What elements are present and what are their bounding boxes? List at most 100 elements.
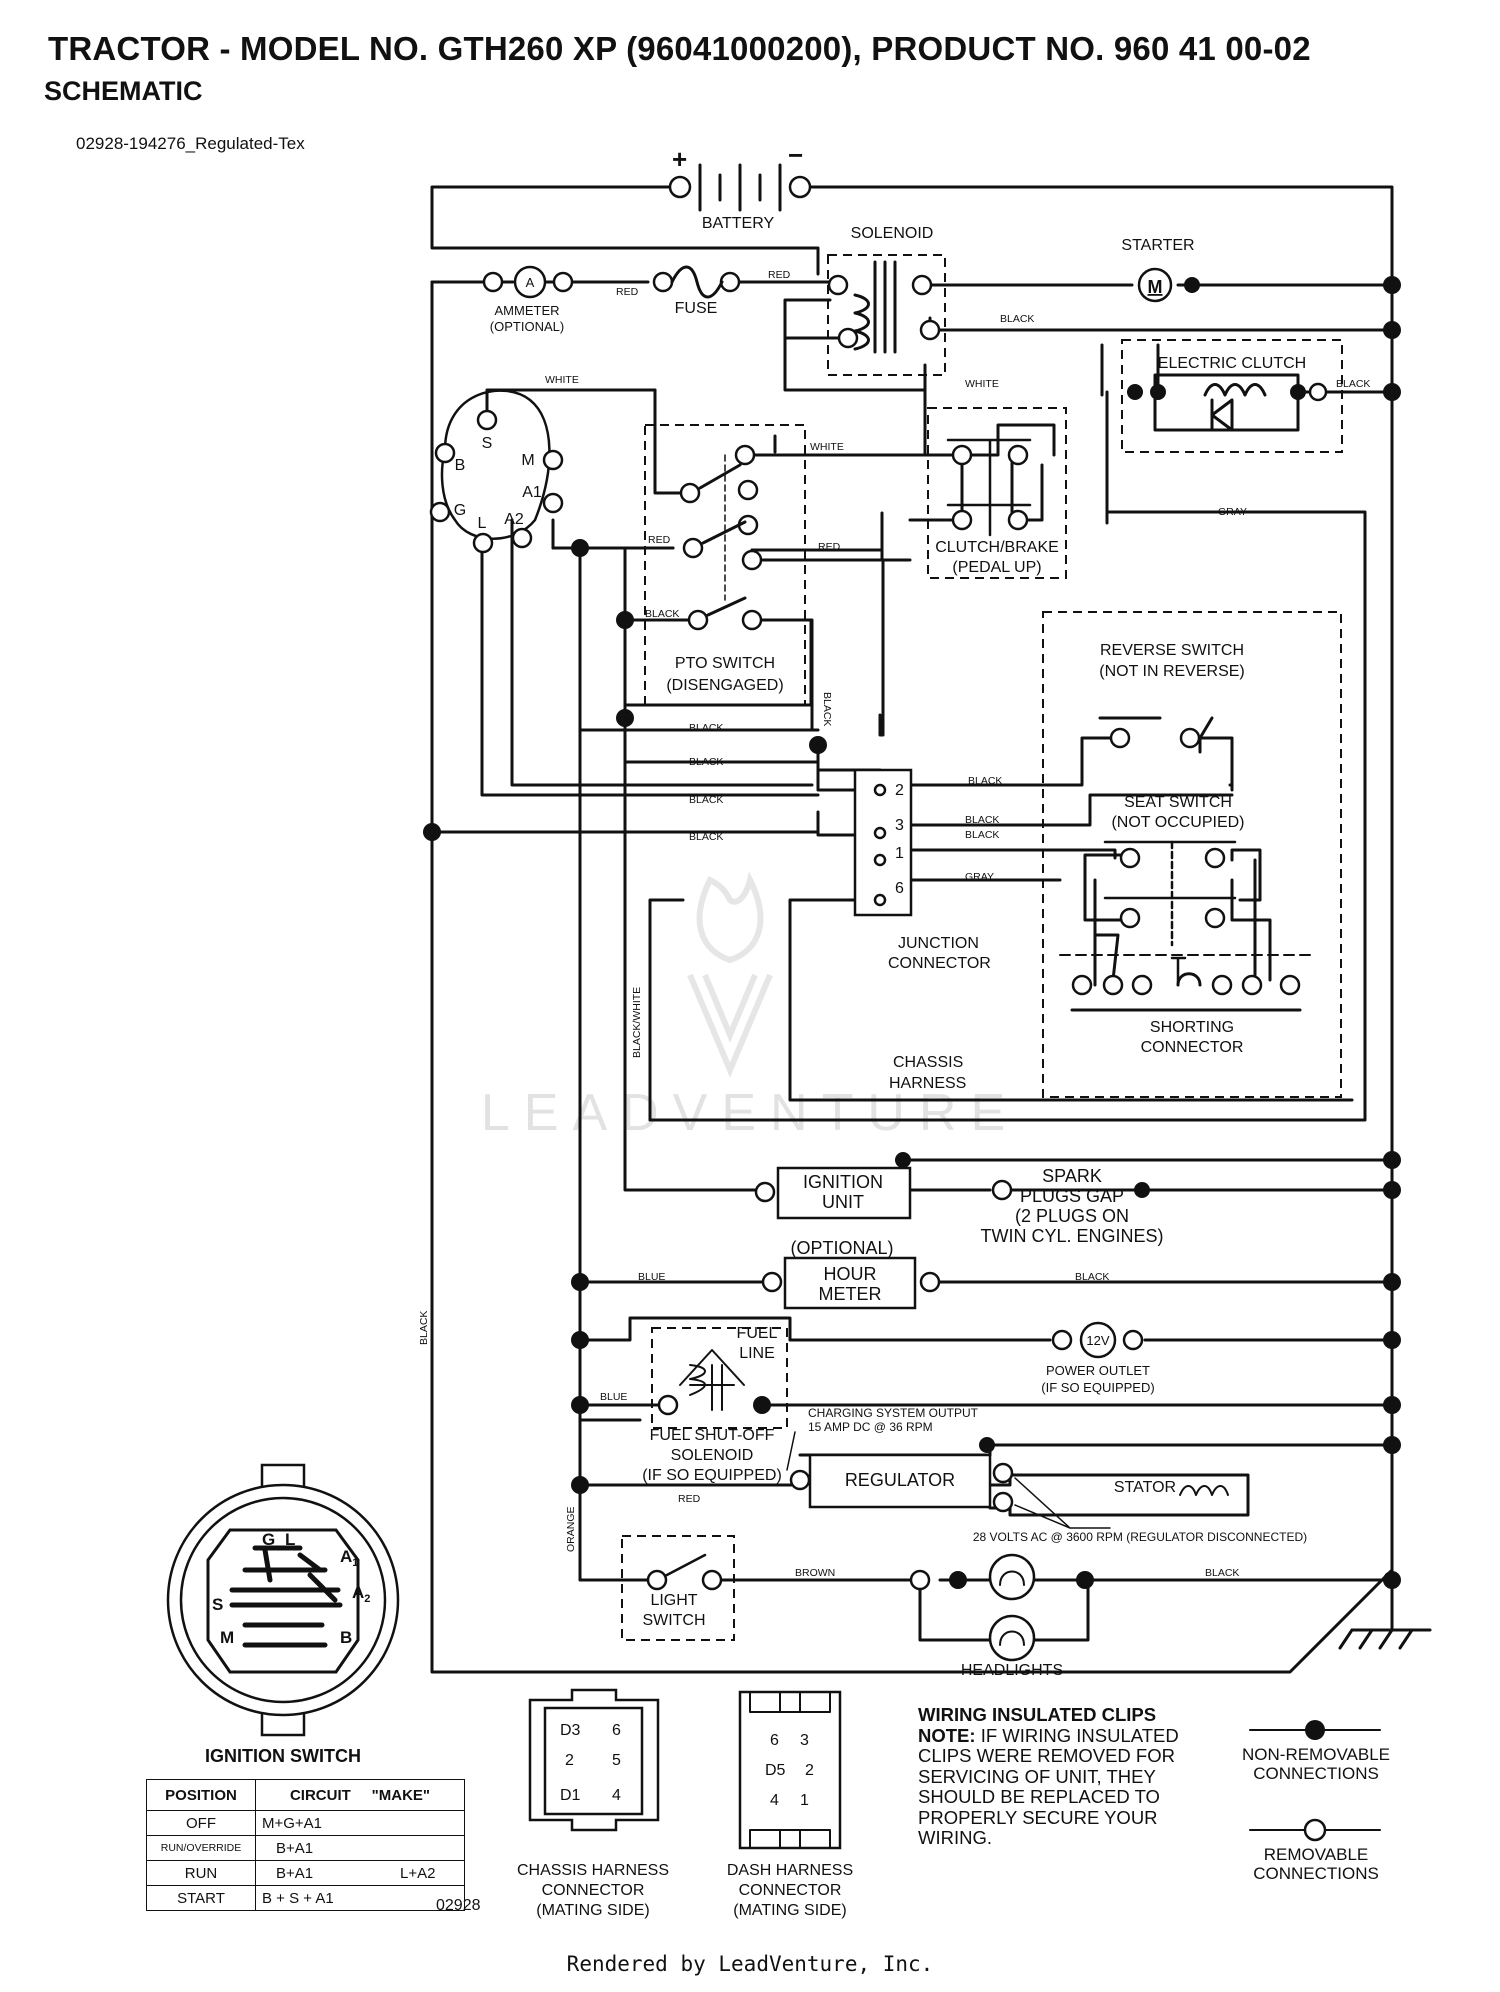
chassis-connector-label-1: CHASSIS HARNESS <box>517 1862 669 1879</box>
fuel-shutoff-solenoid: FUEL LINE FUEL SHUT-OFF SOLENOID (IF SO … <box>642 1325 782 1484</box>
chassis-connector-label-3: (MATING SIDE) <box>536 1902 649 1919</box>
wire-label-red-5: RED <box>678 1493 701 1505</box>
wire-label-black-14: BLACK <box>418 1311 430 1345</box>
cell-position: START <box>146 1885 256 1911</box>
power-outlet-icon: 12V <box>1086 1333 1109 1348</box>
wire-label-red-1: RED <box>616 286 639 298</box>
wire-label-black-white: BLACK/WHITE <box>631 987 643 1058</box>
chassis-pin-5: 5 <box>612 1752 621 1769</box>
wire-label-black-2: BLACK <box>1336 378 1370 390</box>
wire-label-orange: ORANGE <box>565 1506 577 1552</box>
chassis-harness-label-2: HARNESS <box>889 1075 966 1092</box>
face-terminal-b: B <box>340 1628 352 1647</box>
wire-color-labels: RED RED BLACK BLACK WHITE WHITE WHITE G R… <box>418 269 1370 1579</box>
dash-pin-6: 6 <box>770 1732 779 1749</box>
chassis-pin-6: 6 <box>612 1722 621 1739</box>
dashed-enclosures <box>621 254 1343 1641</box>
chassis-connector-label-2: CONNECTOR <box>542 1882 645 1899</box>
charging-output-label-2: 15 AMP DC @ 36 RPM <box>808 1420 933 1434</box>
wire-label-black-9: BLACK <box>965 814 999 826</box>
wire-label-black-7: BLACK <box>689 831 723 843</box>
ammeter-icon: A <box>526 275 535 290</box>
ammeter: A AMMETER (OPTIONAL) <box>482 265 574 334</box>
hour-meter-label-1: HOUR <box>824 1264 877 1284</box>
table-header-circuit-make: CIRCUIT "MAKE" <box>255 1779 465 1811</box>
spark-plugs-label-4: TWIN CYL. ENGINES) <box>980 1226 1163 1246</box>
cell-extra <box>394 1885 465 1911</box>
chassis-harness-connector: D3 6 2 5 D1 4 CHASSIS HARNESS CONNECTOR … <box>517 1688 669 1919</box>
face-terminal-a2: A2 <box>352 1583 370 1605</box>
legend-removable-line-1: REMOVABLE <box>1263 1845 1369 1864</box>
legend-non-removable-line-1: NON-REMOVABLE <box>1242 1745 1390 1764</box>
cell-circuit: B+A1 <box>255 1835 394 1861</box>
wire-label-red-3: RED <box>648 534 671 546</box>
legend-non-removable-line-2: CONNECTIONS <box>1253 1764 1379 1783</box>
terminal-a1: A1 <box>522 484 542 501</box>
jc-pin-6: 6 <box>895 880 904 897</box>
stator-label: STATOR <box>1114 1479 1176 1496</box>
jc-pin-2: 2 <box>895 782 904 799</box>
cell-circuit: M+G+A1 <box>255 1810 394 1836</box>
cell-extra: L+A2 <box>394 1860 465 1886</box>
wire-label-black-11: BLACK <box>1075 1271 1109 1283</box>
hour-meter-label-2: METER <box>819 1284 882 1304</box>
clutch-brake-state: (PEDAL UP) <box>952 559 1041 576</box>
table-row: RUN/OVERRIDE B+A1 <box>146 1835 465 1861</box>
reverse-switch-label: REVERSE SWITCH <box>1100 642 1244 659</box>
dash-pin-d5: D5 <box>765 1762 786 1779</box>
wire-label-white-3: WHITE <box>810 441 844 453</box>
ignition-unit-label-1: IGNITION <box>803 1172 883 1192</box>
ignition-unit: IGNITION UNIT SPARK PLUGS GAP (2 PLUGS O… <box>754 1152 1164 1246</box>
wire-label-red-4: RED <box>818 541 841 553</box>
pto-switch-state: (DISENGAGED) <box>666 677 783 694</box>
cell-extra <box>394 1835 465 1861</box>
face-terminal-m: M <box>220 1628 234 1647</box>
solenoid-label: SOLENOID <box>851 225 934 242</box>
table-header-circuit: CIRCUIT <box>289 1786 351 1804</box>
light-switch-label-2: SWITCH <box>642 1612 705 1629</box>
electric-clutch-label: ELECTRIC CLUTCH <box>1158 355 1306 372</box>
wires <box>430 185 1432 1674</box>
ignition-switch-face: G L A1 A2 S M B <box>166 1463 400 1737</box>
wiring-clips-note: WIRING INSULATED CLIPS NOTE: IF WIRING I… <box>918 1704 1218 1849</box>
electric-clutch: ELECTRIC CLUTCH <box>1127 355 1328 402</box>
note-label: NOTE: <box>918 1724 976 1746</box>
solenoid: SOLENOID <box>827 225 941 354</box>
fuel-line-label-1: FUEL <box>737 1325 778 1342</box>
ignition-switch-schematic: S M B A1 G L A2 <box>429 389 564 554</box>
reverse-switch-state: (NOT IN REVERSE) <box>1099 663 1245 680</box>
fuel-solenoid-label-1: FUEL SHUT-OFF <box>650 1427 775 1444</box>
cell-position: RUN <box>146 1860 256 1886</box>
page-subtitle: SCHEMATIC <box>44 76 203 106</box>
spark-plugs-label-3: (2 PLUGS ON <box>1015 1206 1129 1226</box>
spark-plugs-label-1: SPARK <box>1042 1166 1102 1186</box>
fuel-solenoid-label-3: (IF SO EQUIPPED) <box>642 1467 782 1484</box>
table-row: START B + S + A1 <box>146 1885 465 1911</box>
wire-label-red-2: RED <box>768 269 791 281</box>
jc-pin-1: 1 <box>895 845 904 862</box>
wire-label-white-2: WHITE <box>965 378 999 390</box>
cell-position: OFF <box>146 1810 256 1836</box>
face-terminal-g: G <box>262 1530 275 1549</box>
dash-pin-2: 2 <box>805 1762 814 1779</box>
legend-removable <box>1249 1818 1381 1842</box>
legend-non-removable-label: NON-REMOVABLE CONNECTIONS <box>1216 1745 1416 1783</box>
ignition-unit-label-2: UNIT <box>822 1192 864 1212</box>
reverse-switch: REVERSE SWITCH (NOT IN REVERSE) <box>1098 642 1245 749</box>
seat-switch-state: (NOT OCCUPIED) <box>1111 814 1244 831</box>
wire-label-white-1: WHITE <box>545 374 579 386</box>
terminal-g: G <box>454 502 466 519</box>
jc-pin-3: 3 <box>895 817 904 834</box>
chassis-pin-d1: D1 <box>560 1787 581 1804</box>
ignition-switch-table: POSITION CIRCUIT "MAKE" OFF M+G+A1 RUN/O… <box>146 1779 465 1911</box>
headlights-label: HEADLIGHTS <box>961 1662 1063 1679</box>
legend-removable-line-2: CONNECTIONS <box>1253 1864 1379 1883</box>
page-title: TRACTOR - MODEL NO. GTH260 XP (960410002… <box>48 30 1311 67</box>
hour-meter-optional: (OPTIONAL) <box>790 1238 893 1258</box>
terminal-b: B <box>455 457 466 474</box>
legend-removable-label: REMOVABLE CONNECTIONS <box>1216 1845 1416 1883</box>
wire-label-black-3: BLACK <box>645 608 679 620</box>
ammeter-label: AMMETER <box>495 303 560 318</box>
starter-motor-icon: M <box>1148 277 1163 297</box>
starter-label: STARTER <box>1121 237 1194 254</box>
